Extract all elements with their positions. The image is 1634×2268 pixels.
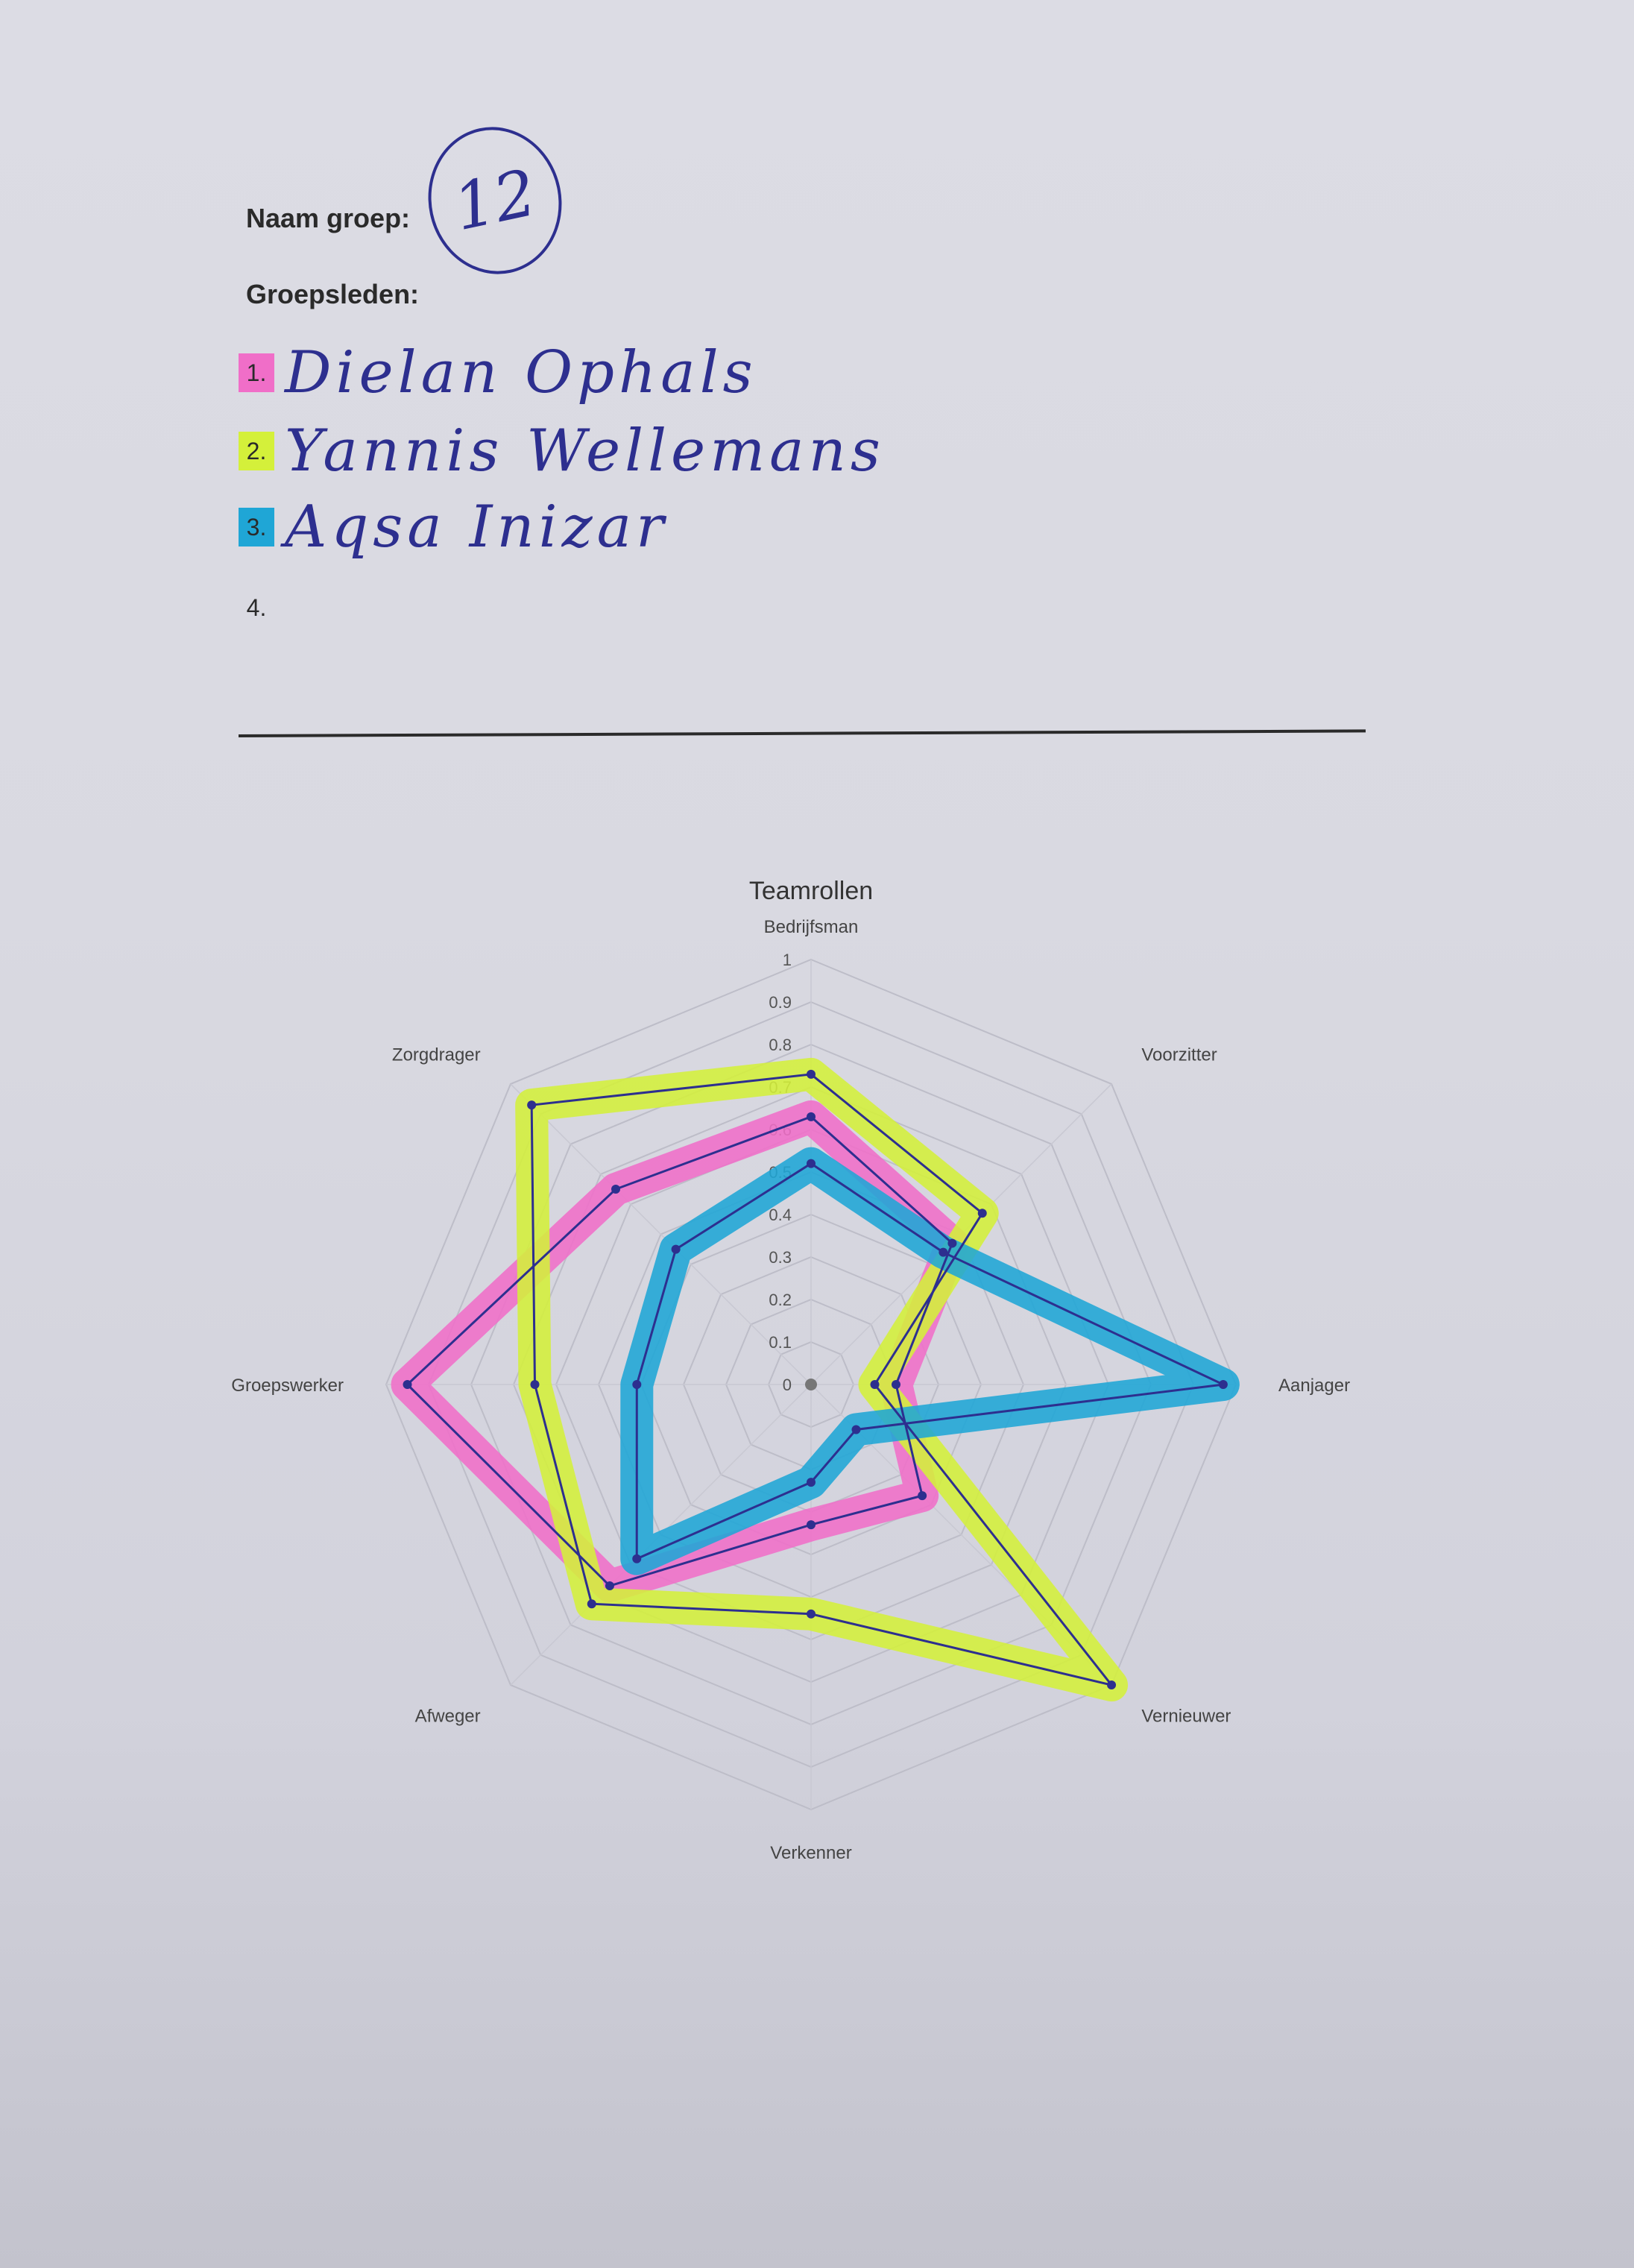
center-point (805, 1379, 817, 1390)
chart-title: Teamrollen (749, 877, 873, 905)
series-1-point (947, 1238, 957, 1248)
series-2-point (870, 1380, 880, 1389)
grid-spoke (510, 1083, 812, 1385)
member-number-4: 4. (246, 593, 267, 621)
series-2-point (977, 1209, 987, 1218)
axis-label: Bedrijfsman (764, 917, 859, 937)
series-3-point (851, 1425, 861, 1434)
group-name-label: Naam groep: (246, 203, 411, 233)
series-1-point (918, 1491, 927, 1501)
series-3-point (632, 1380, 642, 1389)
axis-label: Afweger (415, 1706, 481, 1726)
member-name-3: Aqsa Inizar (285, 494, 669, 561)
axis-label: Verkenner (770, 1843, 851, 1863)
series-2-point (587, 1599, 596, 1609)
series-1-point (611, 1185, 621, 1194)
axis-label: Aanjager (1278, 1376, 1350, 1396)
series-1-point (892, 1380, 900, 1389)
tick-label: 0 (783, 1376, 792, 1394)
series-3-point (939, 1247, 948, 1257)
axis-label: Zorgdrager (392, 1045, 481, 1065)
series-3-point (632, 1554, 642, 1563)
radar-axis-labels: BedrijfsmanVoorzitterAanjagerVernieuwerV… (231, 917, 1350, 1863)
tick-label: 0.1 (769, 1333, 792, 1352)
radar-grid (385, 958, 1237, 1811)
series-2-point (807, 1069, 816, 1079)
series-3-point (671, 1244, 681, 1254)
tick-label: 1 (783, 951, 792, 969)
member-name-2: Yannis Wellemans (285, 418, 885, 485)
series-1-point (807, 1520, 816, 1530)
member-row-3: 3. Aqsa Inizar (239, 494, 668, 561)
radar-series (391, 1057, 1240, 1702)
series-3-point (807, 1159, 816, 1168)
member-row-4: 4. (239, 574, 285, 641)
series-1-point (807, 1112, 816, 1121)
tick-label: 0.3 (769, 1248, 792, 1267)
series-3-point (1218, 1380, 1228, 1389)
series-2-point (807, 1609, 816, 1619)
series-3-point (807, 1478, 816, 1487)
tick-label: 0.2 (769, 1291, 792, 1309)
tick-label: 0.8 (769, 1036, 792, 1054)
member-number-1: 1. (239, 353, 274, 392)
tick-label: 0.4 (769, 1206, 792, 1224)
member-number-3: 3. (239, 508, 274, 546)
series-2-point (530, 1380, 540, 1389)
series-1-point (605, 1581, 614, 1591)
members-label: Groepsleden: (246, 279, 420, 309)
series-1-point (403, 1380, 412, 1389)
member-number-2: 2. (239, 432, 274, 470)
axis-label: Groepswerker (231, 1376, 344, 1396)
member-name-1: Dielan Ophals (285, 339, 757, 406)
member-row-1: 1. Dielan Ophals (239, 339, 757, 406)
series-2-point (1107, 1680, 1117, 1690)
axis-label: Vernieuwer (1141, 1706, 1231, 1726)
tick-label: 0.9 (769, 993, 792, 1012)
member-row-2: 2. Yannis Wellemans (239, 418, 885, 485)
axis-label: Voorzitter (1141, 1045, 1217, 1065)
series-2-point (527, 1100, 537, 1110)
